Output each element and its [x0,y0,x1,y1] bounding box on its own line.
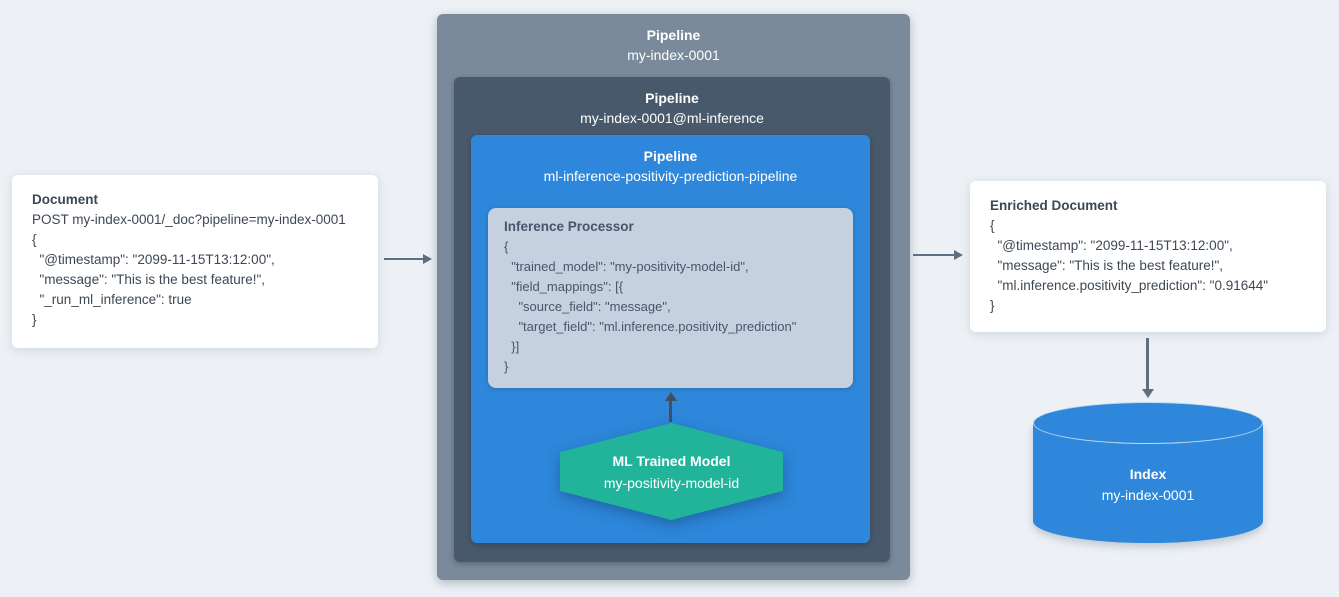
arrow-head [423,254,432,264]
enriched-code-line: } [990,298,995,313]
pipeline-outer-title: Pipeline [646,27,701,43]
pipeline-ml-inference-name: my-index-0001@ml-inference [580,110,764,126]
document-code-line: "message": "This is the best feature!", [32,272,266,287]
pipeline-inference-header: Pipeline ml-inference-positivity-predict… [471,135,870,186]
document-card: Document POST my-index-0001/_doc?pipelin… [12,175,378,348]
pipeline-inference-name: ml-inference-positivity-prediction-pipel… [543,168,798,184]
enriched-code-line: "ml.inference.positivity_prediction": "0… [990,278,1269,293]
index-cylinder: Index my-index-0001 [1033,402,1263,543]
pipeline-box-inference: Pipeline ml-inference-positivity-predict… [471,135,870,543]
pipeline-box-ml-inference: Pipeline my-index-0001@ml-inference Pipe… [454,77,890,562]
index-cylinder-top [1033,402,1263,444]
document-code-line: "@timestamp": "2099-11-15T13:12:00", [32,252,275,267]
processor-code-line: "trained_model": "my-positivity-model-id… [504,259,749,274]
enriched-document-card: Enriched Document { "@timestamp": "2099-… [970,181,1326,332]
document-code-line: POST my-index-0001/_doc?pipeline=my-inde… [32,212,346,227]
pipeline-ml-inference-title: Pipeline [645,90,699,106]
processor-code-line: }] [504,339,520,354]
enriched-document-title: Enriched Document [990,198,1118,213]
enriched-code-line: { [990,218,995,233]
ml-trained-model-name: my-positivity-model-id [603,474,740,491]
index-title: Index [1129,466,1167,482]
pipeline-outer-name: my-index-0001 [627,47,720,63]
arrow-enriched-to-index-icon [1141,338,1154,398]
pipeline-ml-inference-header: Pipeline my-index-0001@ml-inference [454,77,890,128]
document-code-line: "_run_ml_inference": true [32,292,192,307]
arrow-shaft [913,253,954,257]
processor-code-line: "field_mappings": [{ [504,279,624,294]
enriched-code-line: "message": "This is the best feature!", [990,258,1224,273]
arrow-head [1141,389,1154,398]
arrow-model-to-processor-icon [664,392,677,422]
document-code-line: { [32,232,37,247]
ml-trained-model-title: ML Trained Model [612,452,731,469]
arrow-shaft [1146,338,1149,389]
processor-code-line: } [504,359,509,374]
document-code-line: } [32,312,37,327]
pipeline-box-outer: Pipeline my-index-0001 Pipeline my-index… [437,14,910,580]
inference-processor-box: Inference Processor { "trained_model": "… [488,208,853,388]
arrow-pipeline-to-enriched-icon [913,249,963,261]
arrow-head [664,392,677,401]
arrow-shaft [384,257,423,261]
arrow-head [954,250,963,260]
index-cylinder-label: Index my-index-0001 [1033,464,1263,506]
document-card-title: Document [32,192,99,207]
ml-trained-model-hexagon: ML Trained Model my-positivity-model-id [560,423,783,520]
processor-code-line: "source_field": "message", [504,299,671,314]
arrow-shaft [669,401,672,422]
index-name: my-index-0001 [1101,487,1195,503]
arrow-document-to-pipeline-icon [384,253,432,265]
pipeline-inference-title: Pipeline [643,148,698,164]
processor-code-line: "target_field": "ml.inference.positivity… [504,319,797,334]
inference-processor-title: Inference Processor [504,219,634,234]
enriched-code-line: "@timestamp": "2099-11-15T13:12:00", [990,238,1233,253]
processor-code-line: { [504,239,509,254]
pipeline-outer-header: Pipeline my-index-0001 [437,14,910,65]
